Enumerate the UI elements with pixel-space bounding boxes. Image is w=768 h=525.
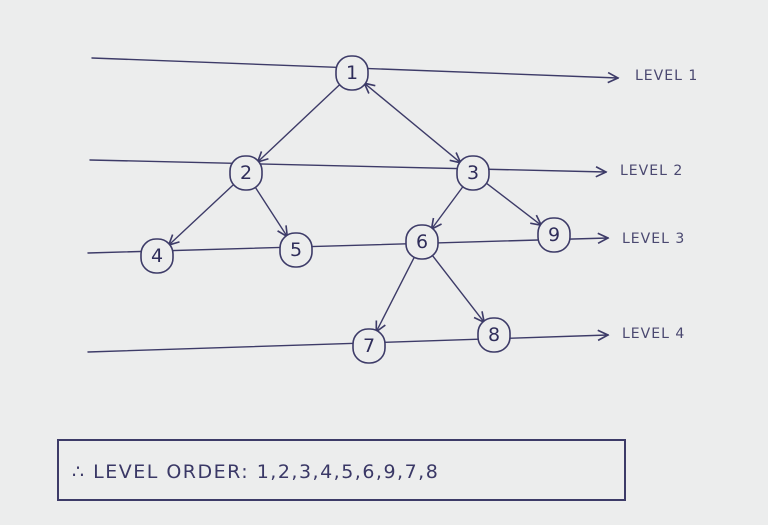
node-label: 3 xyxy=(467,162,479,184)
node-label: 9 xyxy=(548,224,560,246)
tree-node-5: 5 xyxy=(279,232,313,268)
edge-1-2 xyxy=(258,83,342,162)
node-label: 2 xyxy=(240,162,252,184)
node-label: 6 xyxy=(416,231,428,253)
node-label: 8 xyxy=(488,324,500,346)
level-label-4: LEVEL 4 xyxy=(622,326,685,342)
edge-2-5 xyxy=(254,185,288,236)
tree-node-2: 2 xyxy=(229,155,263,191)
node-label: 7 xyxy=(363,335,375,357)
level-line-2 xyxy=(89,159,606,172)
level-order-result: ∴ LEVEL ORDER: 1,2,3,4,5,6,9,7,8 xyxy=(72,461,439,483)
edge-3-6 xyxy=(432,185,465,229)
node-label: 4 xyxy=(151,245,163,267)
edge-1-3 xyxy=(364,83,460,163)
edge-3-9 xyxy=(485,182,542,226)
level-label-2: LEVEL 2 xyxy=(620,163,683,179)
edge-6-8 xyxy=(431,253,484,323)
tree-node-1: 1 xyxy=(335,55,369,91)
edge-6-7 xyxy=(376,255,416,331)
level-line-4 xyxy=(87,335,608,353)
tree-node-8: 8 xyxy=(477,317,511,353)
level-label-3: LEVEL 3 xyxy=(622,231,685,247)
tree-node-4: 4 xyxy=(140,238,174,274)
tree-node-7: 7 xyxy=(352,328,386,364)
edge-2-4 xyxy=(169,183,235,245)
tree-node-6: 6 xyxy=(405,224,439,260)
tree-node-9: 9 xyxy=(537,217,571,253)
tree-node-3: 3 xyxy=(456,155,490,191)
node-label: 5 xyxy=(290,239,302,261)
level-line-3 xyxy=(87,238,608,254)
node-label: 1 xyxy=(346,62,358,84)
level-label-1: LEVEL 1 xyxy=(635,68,698,84)
result-box: ∴ LEVEL ORDER: 1,2,3,4,5,6,9,7,8 xyxy=(57,439,626,501)
